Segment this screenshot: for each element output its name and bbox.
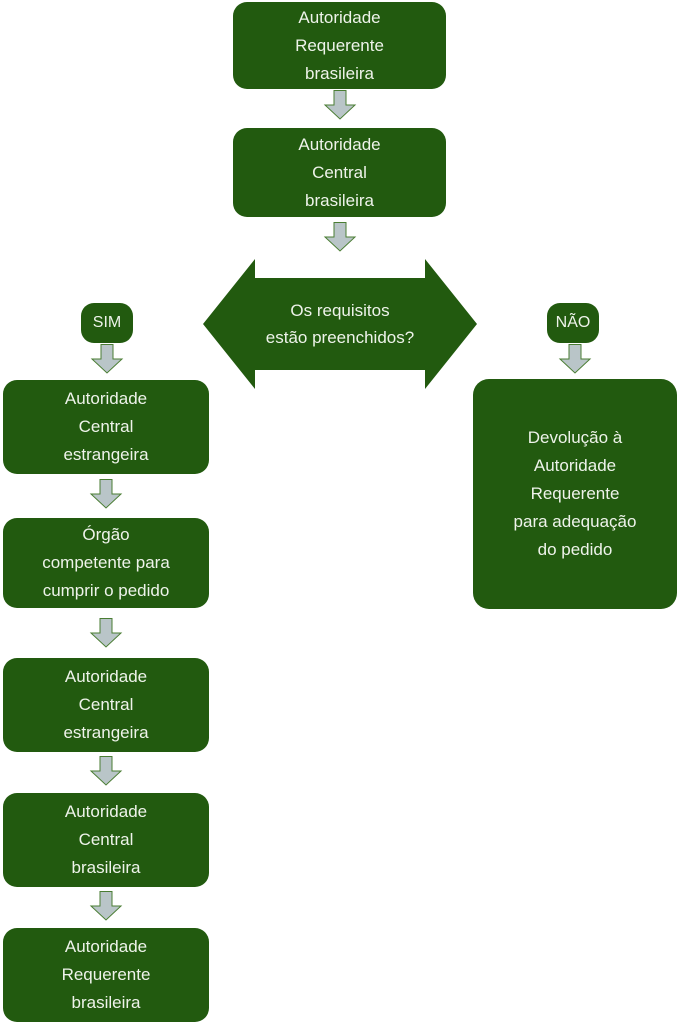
arrow-down-icon: [323, 222, 357, 252]
node-label: Autoridade Requerente brasileira: [61, 937, 151, 1012]
arrow-down-icon: [90, 344, 124, 374]
arrow-down-icon: [89, 479, 123, 509]
branch-label-sim: SIM: [81, 303, 133, 343]
node-label: Devolução à Autoridade Requerente para a…: [513, 428, 637, 559]
arrow-down-icon: [89, 891, 123, 921]
node-autoridade-central-brasileira-return: Autoridade Central brasileira: [3, 793, 209, 887]
decision-requisitos-preenchidos: Os requisitos estão preenchidos?: [203, 259, 477, 389]
node-orgao-competente: Órgão competente para cumprir o pedido: [3, 518, 209, 608]
node-autoridade-requerente-brasileira-start: Autoridade Requerente brasileira: [233, 2, 446, 89]
arrow-down-icon: [323, 90, 357, 120]
branch-label-text: NÃO: [555, 314, 591, 331]
branch-label-text: SIM: [92, 314, 122, 331]
left-right-arrow-shape: [203, 259, 477, 389]
node-label: Autoridade Requerente brasileira: [295, 7, 384, 83]
decision-label: Os requisitos estão preenchidos?: [265, 301, 415, 347]
arrow-down-icon: [558, 344, 592, 374]
arrow-down-icon: [89, 756, 123, 786]
node-devolucao-autoridade-requerente: Devolução à Autoridade Requerente para a…: [473, 379, 677, 609]
node-label: Autoridade Central brasileira: [64, 802, 148, 877]
node-label: Autoridade Central estrangeira: [63, 667, 149, 742]
node-label: Autoridade Central estrangeira: [63, 389, 149, 464]
node-autoridade-central-estrangeira-1: Autoridade Central estrangeira: [3, 380, 209, 474]
node-label: Órgão competente para cumprir o pedido: [42, 525, 170, 600]
node-label: Autoridade Central brasileira: [298, 134, 381, 210]
branch-label-nao: NÃO: [547, 303, 599, 343]
node-autoridade-requerente-brasileira-end: Autoridade Requerente brasileira: [3, 928, 209, 1022]
node-autoridade-central-brasileira-top: Autoridade Central brasileira: [233, 128, 446, 217]
node-autoridade-central-estrangeira-2: Autoridade Central estrangeira: [3, 658, 209, 752]
arrow-down-icon: [89, 618, 123, 648]
